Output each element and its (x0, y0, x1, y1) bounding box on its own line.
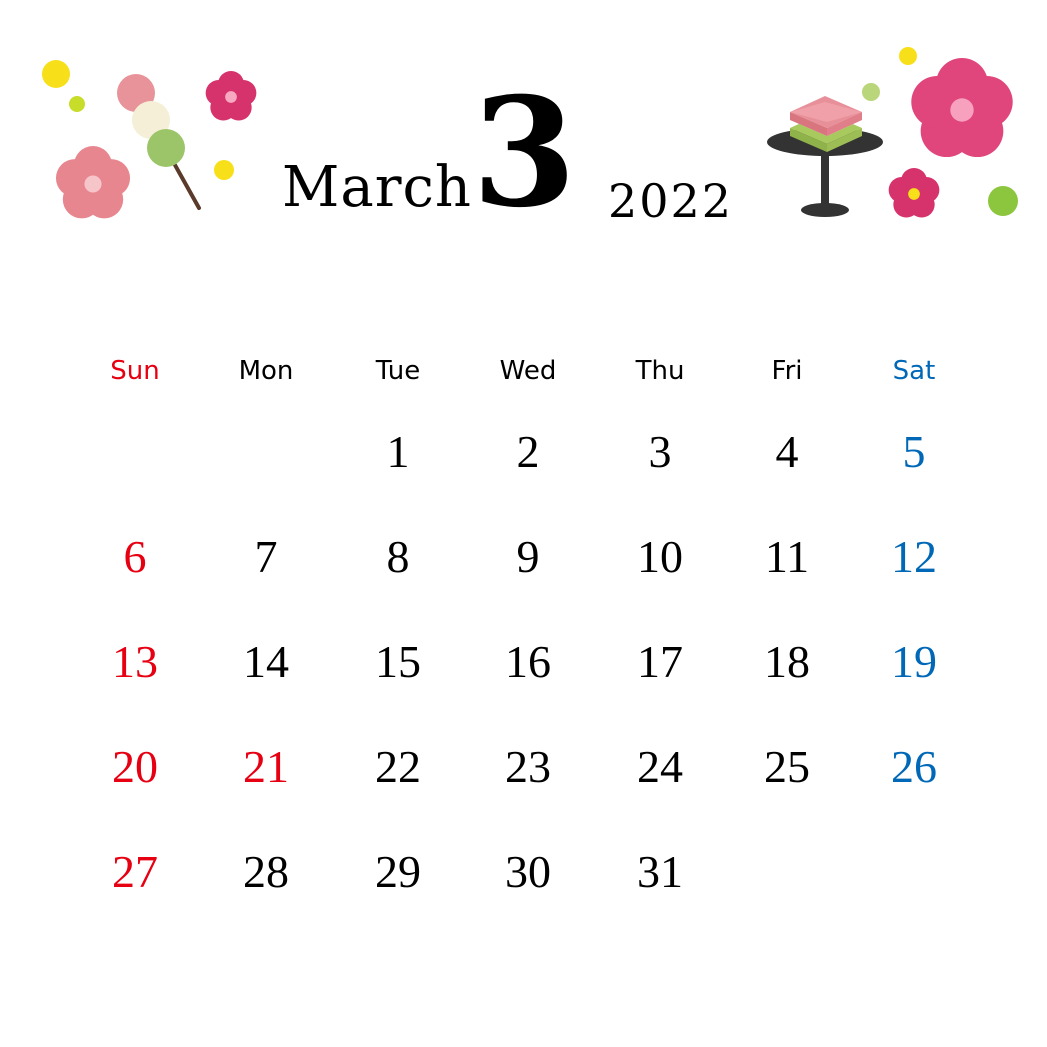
day-cell: 4 (775, 426, 799, 477)
day-cell: 16 (505, 636, 551, 687)
day-cell: 13 (112, 636, 158, 687)
day-cell: 23 (505, 741, 551, 792)
day-cell: 14 (243, 636, 289, 687)
plum-blossom-icon (55, 146, 131, 219)
day-cell: 24 (637, 741, 683, 792)
day-cell: 5 (902, 426, 926, 477)
weekday-label-fri: Fri (771, 356, 803, 386)
plum-blossom-icon (888, 168, 940, 218)
yellow-dot-icon (899, 47, 917, 65)
day-cell: 17 (637, 636, 683, 687)
green-dot-icon (862, 83, 880, 101)
day-cell: 31 (637, 846, 683, 897)
day-cell: 9 (516, 531, 540, 582)
day-cell: 27 (112, 846, 158, 897)
weekday-label-sun: Sun (110, 356, 160, 386)
plum-blossom-icon (205, 71, 257, 121)
day-cell: 3 (648, 426, 672, 477)
hishi-mochi-icon (767, 96, 883, 217)
green-dot-icon (69, 96, 85, 112)
day-cell: 19 (891, 636, 937, 687)
weekday-label-mon: Mon (238, 356, 294, 386)
yellow-dot-icon (214, 160, 234, 180)
hanami-dango-icon (117, 74, 201, 210)
plum-blossom-icon (911, 58, 1013, 158)
day-cell: 26 (891, 741, 937, 792)
day-cell: 21 (243, 741, 289, 792)
day-cell: 10 (637, 531, 683, 582)
month-number: 3 (472, 65, 577, 241)
day-cell: 8 (386, 531, 410, 582)
year: 2022 (608, 174, 734, 228)
day-cell: 2 (516, 426, 540, 477)
weekday-label-wed: Wed (499, 356, 557, 386)
day-cell: 1 (386, 426, 410, 477)
day-cell: 18 (764, 636, 810, 687)
yellow-dot-icon (42, 60, 70, 88)
weekday-label-thu: Thu (635, 356, 685, 386)
day-cell: 12 (891, 531, 937, 582)
weekday-label-tue: Tue (375, 356, 421, 386)
day-cell: 28 (243, 846, 289, 897)
day-cell: 30 (505, 846, 551, 897)
day-cell: 15 (375, 636, 421, 687)
day-cell: 29 (375, 846, 421, 897)
green-dot-icon (988, 186, 1018, 216)
day-cell: 7 (254, 531, 278, 582)
weekday-label-sat: Sat (892, 356, 936, 386)
decoration-layer (42, 47, 1018, 219)
day-cell: 6 (123, 531, 147, 582)
day-cell: 22 (375, 741, 421, 792)
day-cell: 25 (764, 741, 810, 792)
day-cell: 11 (764, 531, 810, 582)
month-name: March (282, 155, 472, 220)
day-cell: 20 (112, 741, 158, 792)
